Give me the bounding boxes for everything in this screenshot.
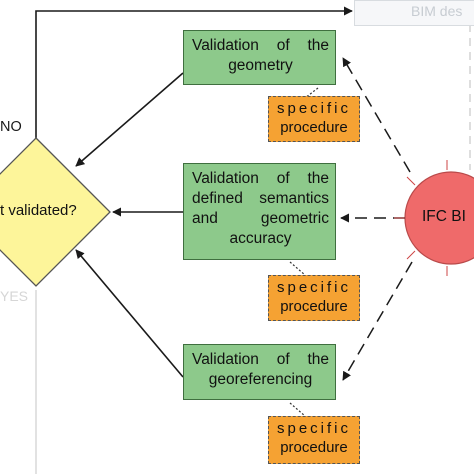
validation-geometry-line1: Validation of the: [192, 37, 329, 54]
validation-geometry-box: Validation of the geometry: [183, 30, 336, 85]
decision-diamond: [0, 137, 111, 287]
bim-design-box: BIM des: [354, 0, 474, 26]
validation-geometry-line2: geometry: [228, 57, 293, 74]
arrow-georef-to-decision: [75, 249, 184, 378]
dashed-arrow-ifc-to-georef: [342, 261, 413, 381]
dotted-link-georef: [289, 402, 306, 417]
procedure-line2: procedure: [280, 119, 348, 136]
validation-semantics-line2: defined semantics: [192, 190, 329, 207]
dotted-link-semantics: [289, 261, 306, 276]
validation-semantics-line3: and geometric: [192, 210, 329, 227]
validation-semantics-box: Validation of the defined semantics and …: [183, 163, 336, 260]
procedure-line1: specific: [276, 279, 352, 296]
procedure-box-semantics: specific procedure: [268, 275, 360, 321]
procedure-box-geometry: specific procedure: [268, 96, 360, 142]
no-label: NO: [0, 119, 22, 135]
dashed-arrow-ifc-to-geometry: [342, 57, 411, 173]
arrow-geometry-to-decision: [75, 72, 184, 167]
validation-georef-line1: Validation of the: [192, 351, 329, 368]
procedure-line1: specific: [276, 100, 352, 117]
yes-label: YES: [0, 288, 29, 304]
validation-georef-line2: georeferencing: [208, 371, 313, 388]
procedure-line2: procedure: [280, 298, 348, 315]
validation-semantics-line4: accuracy: [229, 230, 292, 247]
procedure-line2: procedure: [280, 439, 348, 456]
ifc-bim-text: IFC BI: [422, 208, 466, 225]
procedure-box-georeferencing: specific procedure: [268, 416, 360, 464]
validation-semantics-line1: Validation of the: [192, 170, 329, 187]
validation-georeferencing-box: Validation of the georeferencing: [183, 344, 336, 400]
ifc-bim-node: [394, 160, 474, 276]
procedure-line1: specific: [276, 420, 352, 437]
decision-text: t validated?: [0, 202, 77, 219]
no-loop-line: [35, 6, 353, 140]
